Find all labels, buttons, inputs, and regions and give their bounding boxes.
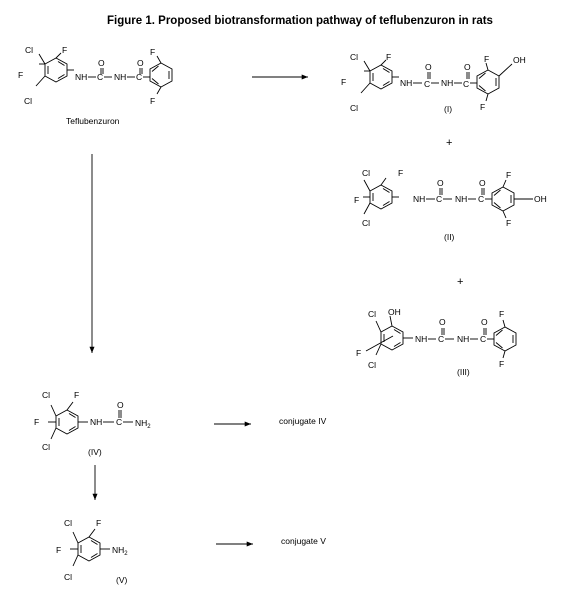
f-label: F [499, 359, 504, 369]
cl-label: Cl [42, 390, 50, 400]
c-label: C [436, 194, 442, 204]
f-label: F [484, 54, 489, 64]
cl-label: Cl [64, 572, 72, 582]
nh-label: NH [114, 72, 126, 82]
f-label: F [506, 170, 511, 180]
c-label: C [136, 72, 142, 82]
o-label: O [481, 317, 488, 327]
f-label: F [150, 47, 155, 57]
f-label: F [56, 545, 61, 555]
o-label: O [425, 62, 432, 72]
nh-label: NH [457, 334, 469, 344]
compound-label-ii: (II) [444, 232, 455, 242]
f-label: F [354, 195, 359, 205]
compound-name-teflubenzuron: Teflubenzuron [66, 116, 120, 126]
f-label: F [74, 390, 79, 400]
o-label: O [439, 317, 446, 327]
nh-label: NH [90, 417, 102, 427]
f-label: F [480, 102, 485, 112]
c-label: C [478, 194, 484, 204]
compound-label-v: (V) [116, 575, 128, 585]
cl-label: Cl [25, 45, 33, 55]
oh-label: OH [388, 307, 401, 317]
cl-label: Cl [350, 103, 358, 113]
f-label: F [96, 518, 101, 528]
compound-v-structure: Cl F F Cl NH2 (V) [56, 518, 128, 585]
o-label: O [479, 178, 486, 188]
o-label: O [137, 58, 144, 68]
f-label: F [386, 52, 391, 62]
cl-label: Cl [64, 518, 72, 528]
cl-label: Cl [362, 218, 370, 228]
nh-label: NH [415, 334, 427, 344]
cl-label: Cl [24, 96, 32, 106]
c-label: C [97, 72, 103, 82]
cl-label: Cl [42, 442, 50, 452]
nh-label: NH [413, 194, 425, 204]
oh-label: OH [534, 194, 547, 204]
compound-label-i: (I) [444, 104, 452, 114]
f-label: F [150, 96, 155, 106]
f-label: F [499, 309, 504, 319]
o-label: O [117, 400, 124, 410]
c-label: C [424, 79, 430, 89]
plus-sign: + [457, 276, 463, 288]
cl-label: Cl [362, 168, 370, 178]
nh-label: NH [75, 72, 87, 82]
f-label: F [356, 348, 361, 358]
c-label: C [463, 79, 469, 89]
cl-label: Cl [350, 52, 358, 62]
f-label: F [62, 45, 67, 55]
o-label: O [464, 62, 471, 72]
f-label: F [398, 168, 403, 178]
nh-label: NH [400, 78, 412, 88]
teflubenzuron-structure: Cl F F Cl NH C O NH C O F F Teflubenzuro… [18, 45, 173, 126]
c-label: C [116, 417, 122, 427]
compound-label-iv: (IV) [88, 447, 102, 457]
cl-label: Cl [368, 360, 376, 370]
o-label: O [437, 178, 444, 188]
conjugate-v-label: conjugate V [281, 536, 326, 546]
nh2-label: NH2 [112, 545, 128, 557]
compound-label-iii: (III) [457, 367, 470, 377]
nh-label: NH [455, 194, 467, 204]
nh-label: NH [441, 78, 453, 88]
nh2-label: NH2 [135, 418, 151, 430]
conjugate-iv-label: conjugate IV [279, 416, 327, 426]
figure-title: Figure 1. Proposed biotransformation pat… [107, 15, 493, 27]
cl-label: Cl [368, 309, 376, 319]
compound-ii-structure: Cl F F Cl NH C O NH C O F F OH (II) [354, 168, 547, 242]
compound-i-structure: Cl F F Cl NH C O NH C O F OH F (I) [341, 52, 526, 114]
oh-label: OH [513, 55, 526, 65]
compound-iii-structure: Cl OH F Cl NH C O NH C O F F (III) [356, 307, 517, 377]
o-label: O [98, 58, 105, 68]
f-label: F [341, 77, 346, 87]
f-label: F [34, 417, 39, 427]
compound-iv-structure: Cl F F Cl NH C O NH2 (IV) [34, 390, 151, 457]
c-label: C [438, 334, 444, 344]
plus-sign: + [446, 137, 452, 149]
c-label: C [480, 334, 486, 344]
f-label: F [506, 218, 511, 228]
f-label: F [18, 70, 23, 80]
